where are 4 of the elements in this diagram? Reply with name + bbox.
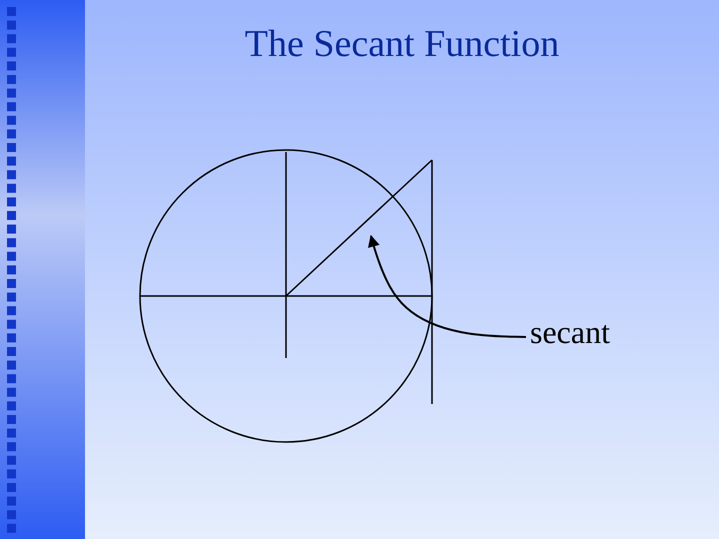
secant-line xyxy=(285,159,433,297)
leader-arrow xyxy=(368,234,526,338)
slide-title: The Secant Function xyxy=(244,22,560,66)
callout-label: secant xyxy=(530,314,610,351)
